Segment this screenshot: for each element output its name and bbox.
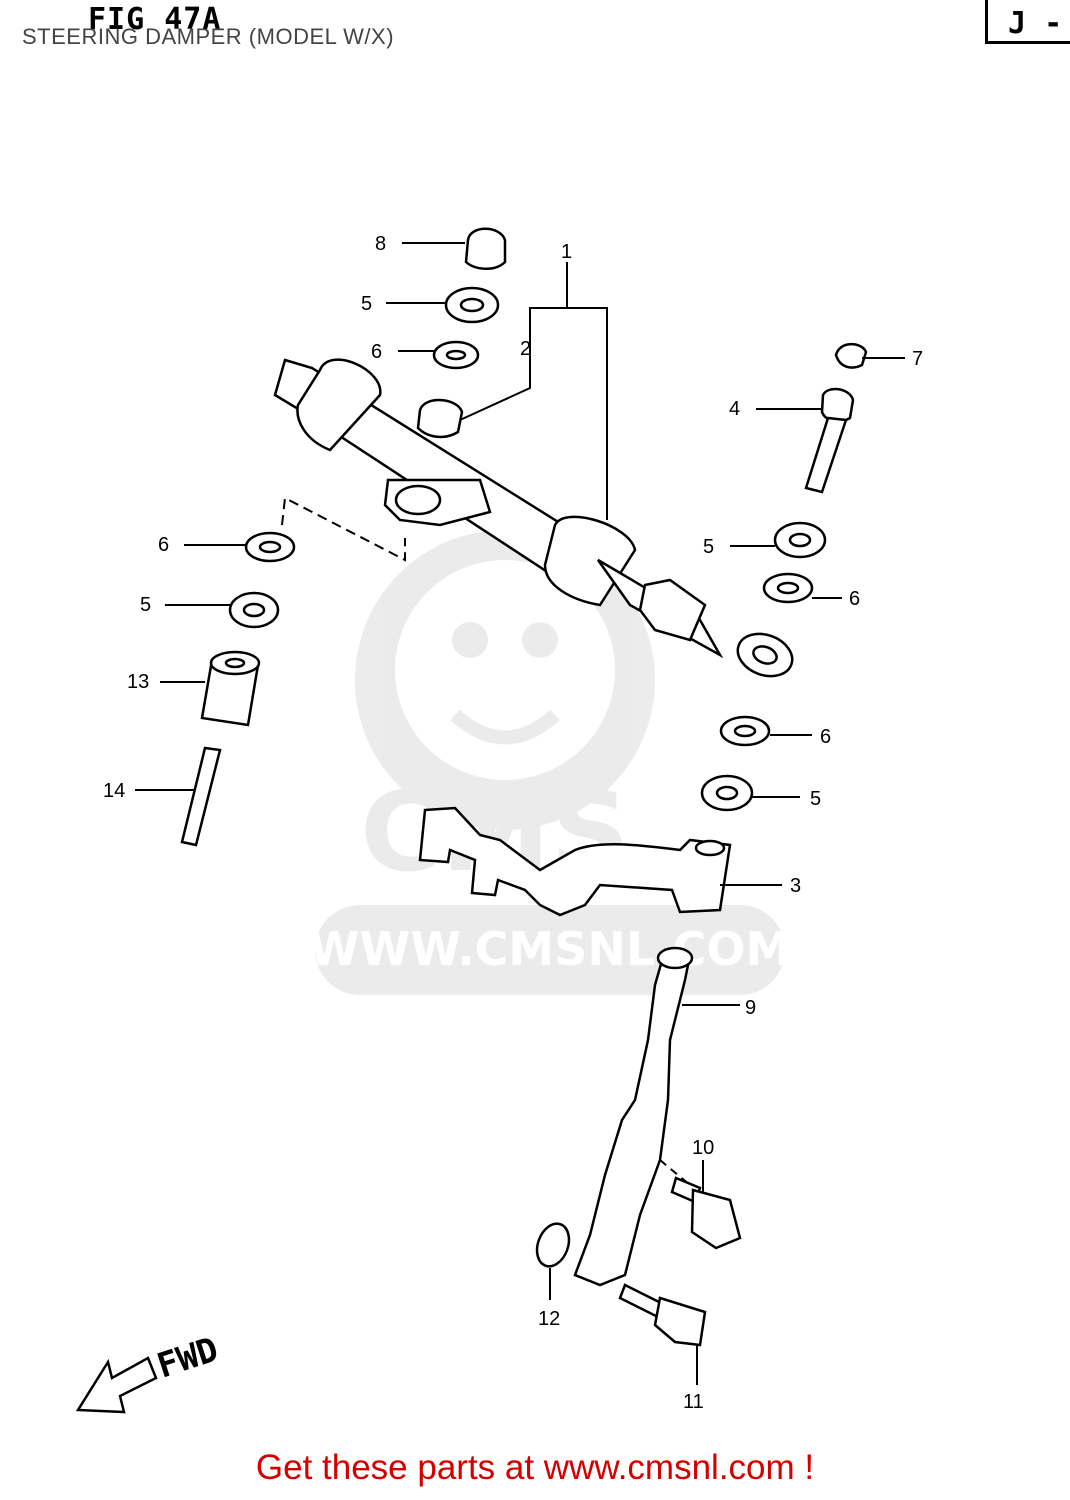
figure-subtitle: STEERING DAMPER (MODEL W/X) bbox=[22, 24, 395, 49]
watermark-url: WWW.CMSNL.COM bbox=[309, 922, 792, 976]
fwd-label: FWD bbox=[152, 1330, 223, 1387]
callout-13: 13 bbox=[127, 671, 149, 693]
bolt-part-11 bbox=[618, 1283, 707, 1347]
callout-6: 6 bbox=[158, 534, 169, 556]
callout-6: 6 bbox=[849, 588, 860, 610]
leader-lines bbox=[135, 242, 905, 1385]
callout-11: 11 bbox=[683, 1391, 704, 1413]
callout-12: 12 bbox=[538, 1308, 560, 1330]
callout-5: 5 bbox=[703, 536, 714, 558]
callout-6: 6 bbox=[371, 341, 382, 363]
forward-direction-arrow: FWD bbox=[75, 1330, 223, 1414]
section-marker: J - bbox=[985, 0, 1070, 44]
callout-4: 4 bbox=[729, 398, 740, 420]
figure-title: FIG 47A bbox=[88, 2, 222, 37]
callout-5: 5 bbox=[140, 594, 151, 616]
callout-5: 5 bbox=[810, 788, 821, 810]
callout-14: 14 bbox=[103, 780, 125, 802]
cap-nut-part-8 bbox=[464, 227, 507, 270]
callout-8: 8 bbox=[375, 233, 386, 255]
bolt-part-4 bbox=[804, 387, 855, 494]
callout-7: 7 bbox=[912, 348, 923, 370]
collar-part-13 bbox=[200, 650, 261, 727]
washer-part-12 bbox=[535, 1222, 571, 1268]
watermark: CMS WWW.CMSNL.COM bbox=[309, 530, 792, 995]
watermark-face bbox=[355, 530, 655, 830]
callout-9: 9 bbox=[745, 997, 756, 1019]
callout-2: 2 bbox=[520, 338, 531, 360]
callout-1: 1 bbox=[561, 241, 572, 263]
callout-10: 10 bbox=[692, 1137, 714, 1159]
callout-3: 3 bbox=[790, 875, 801, 897]
callout-5: 5 bbox=[361, 293, 372, 315]
cap-part-7 bbox=[834, 342, 868, 369]
stud-part-14 bbox=[180, 746, 222, 847]
arm-part-9 bbox=[573, 948, 692, 1287]
damper-nut-part-2 bbox=[416, 398, 464, 439]
callout-6: 6 bbox=[820, 726, 831, 748]
bolt-part-10 bbox=[670, 1176, 742, 1250]
bracket-part-3 bbox=[418, 806, 732, 917]
steering-damper-body bbox=[273, 358, 794, 678]
footer-link-text[interactable]: Get these parts at www.cmsnl.com ! bbox=[255, 1448, 815, 1487]
